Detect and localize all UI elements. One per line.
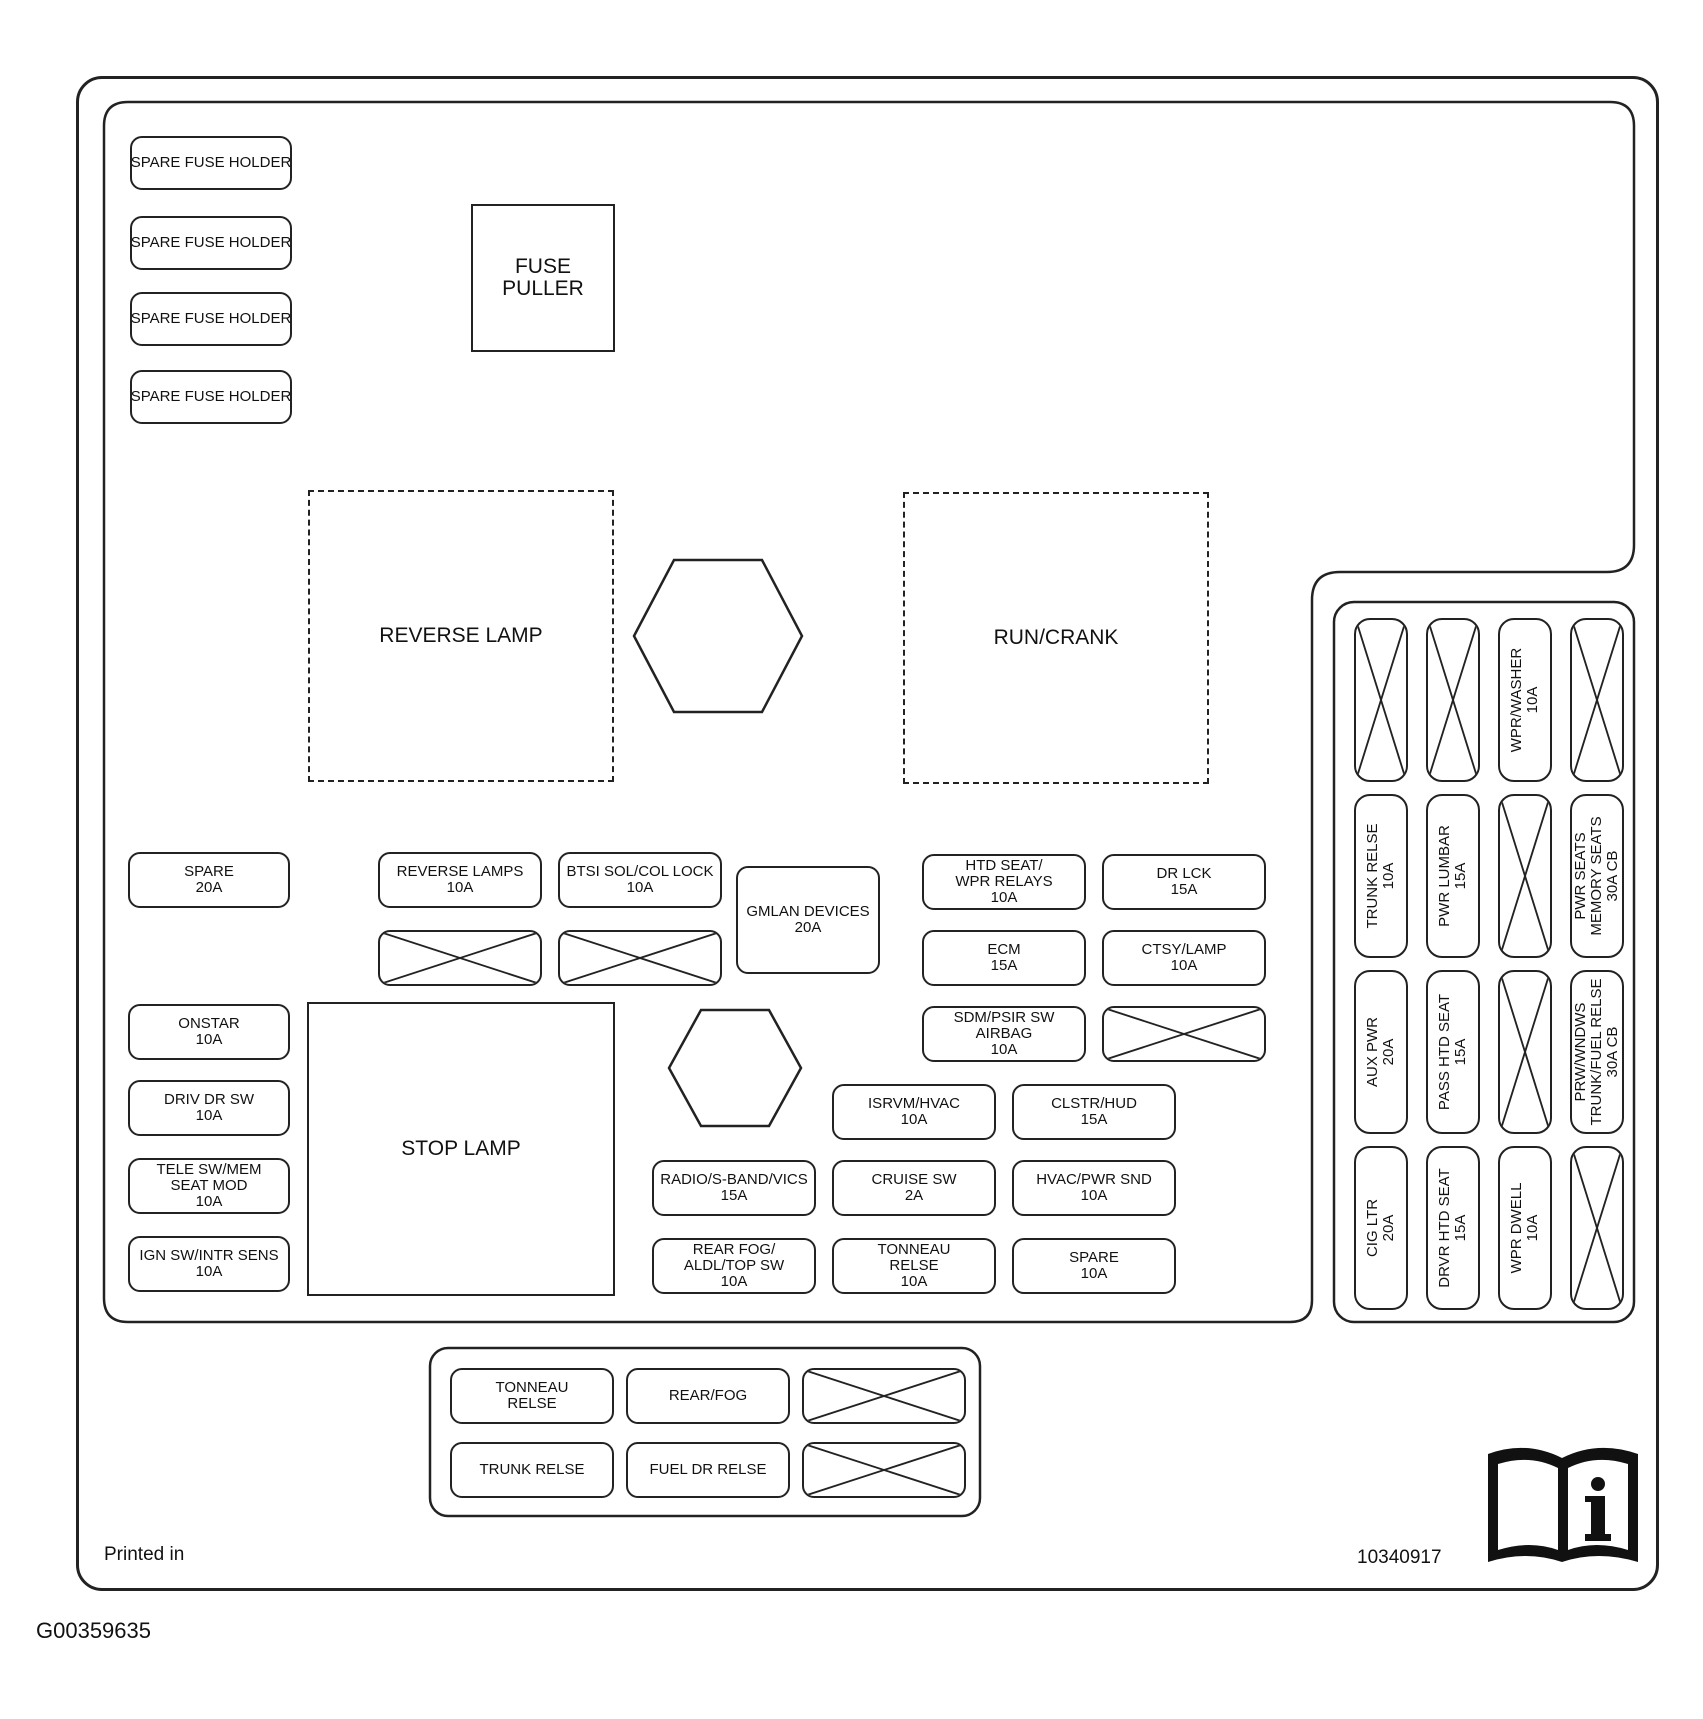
figure-id: G00359635: [36, 1618, 151, 1643]
x-cross-icon: [1500, 972, 1550, 1132]
spare-fuse-holder: SPARE FUSE HOLDER: [130, 216, 292, 270]
empty-fuse-slot: [378, 930, 542, 986]
x-cross-icon: [560, 932, 720, 984]
empty-fuse-slot: [1102, 1006, 1266, 1062]
reverse-lamp-relay: REVERSE LAMP: [308, 490, 614, 782]
relay-fuel-dr-relse: FUEL DR RELSE: [626, 1442, 790, 1498]
x-cross-icon: [1356, 620, 1406, 780]
x-cross-icon: [1428, 620, 1478, 780]
relay-trunk-relse: TRUNK RELSE: [450, 1442, 614, 1498]
stop-lamp-relay: STOP LAMP: [307, 1002, 615, 1296]
spare-fuse-holder: SPARE FUSE HOLDER: [130, 292, 292, 346]
empty-fuse-slot: [1498, 794, 1552, 958]
x-cross-icon: [804, 1370, 964, 1422]
spare-fuse-holder: SPARE FUSE HOLDER: [130, 370, 292, 424]
empty-relay-slot: [802, 1442, 966, 1498]
empty-fuse-slot: [1570, 1146, 1624, 1310]
hexagon-icon: [632, 558, 804, 714]
spare-fuse-holder: SPARE FUSE HOLDER: [130, 136, 292, 190]
empty-relay-slot: [802, 1368, 966, 1424]
x-cross-icon: [1572, 1148, 1622, 1308]
x-cross-icon: [804, 1444, 964, 1496]
empty-fuse-slot: [1426, 618, 1480, 782]
x-cross-icon: [380, 932, 540, 984]
x-cross-icon: [1500, 796, 1550, 956]
printed-in-label: Printed in: [104, 1544, 185, 1565]
empty-fuse-slot: [558, 930, 722, 986]
info-book-icon: [1488, 1447, 1638, 1562]
fuse-block-outline: [76, 76, 1659, 1591]
relay-rear-fog: REAR/FOG: [626, 1368, 790, 1424]
run-crank-relay: RUN/CRANK: [903, 492, 1209, 784]
x-cross-icon: [1104, 1008, 1264, 1060]
empty-fuse-slot: [1498, 970, 1552, 1134]
empty-fuse-slot: [1354, 618, 1408, 782]
empty-fuse-slot: [1570, 618, 1624, 782]
hexagon-icon: [667, 1008, 803, 1128]
x-cross-icon: [1572, 620, 1622, 780]
part-number: 10340917: [1357, 1547, 1442, 1568]
